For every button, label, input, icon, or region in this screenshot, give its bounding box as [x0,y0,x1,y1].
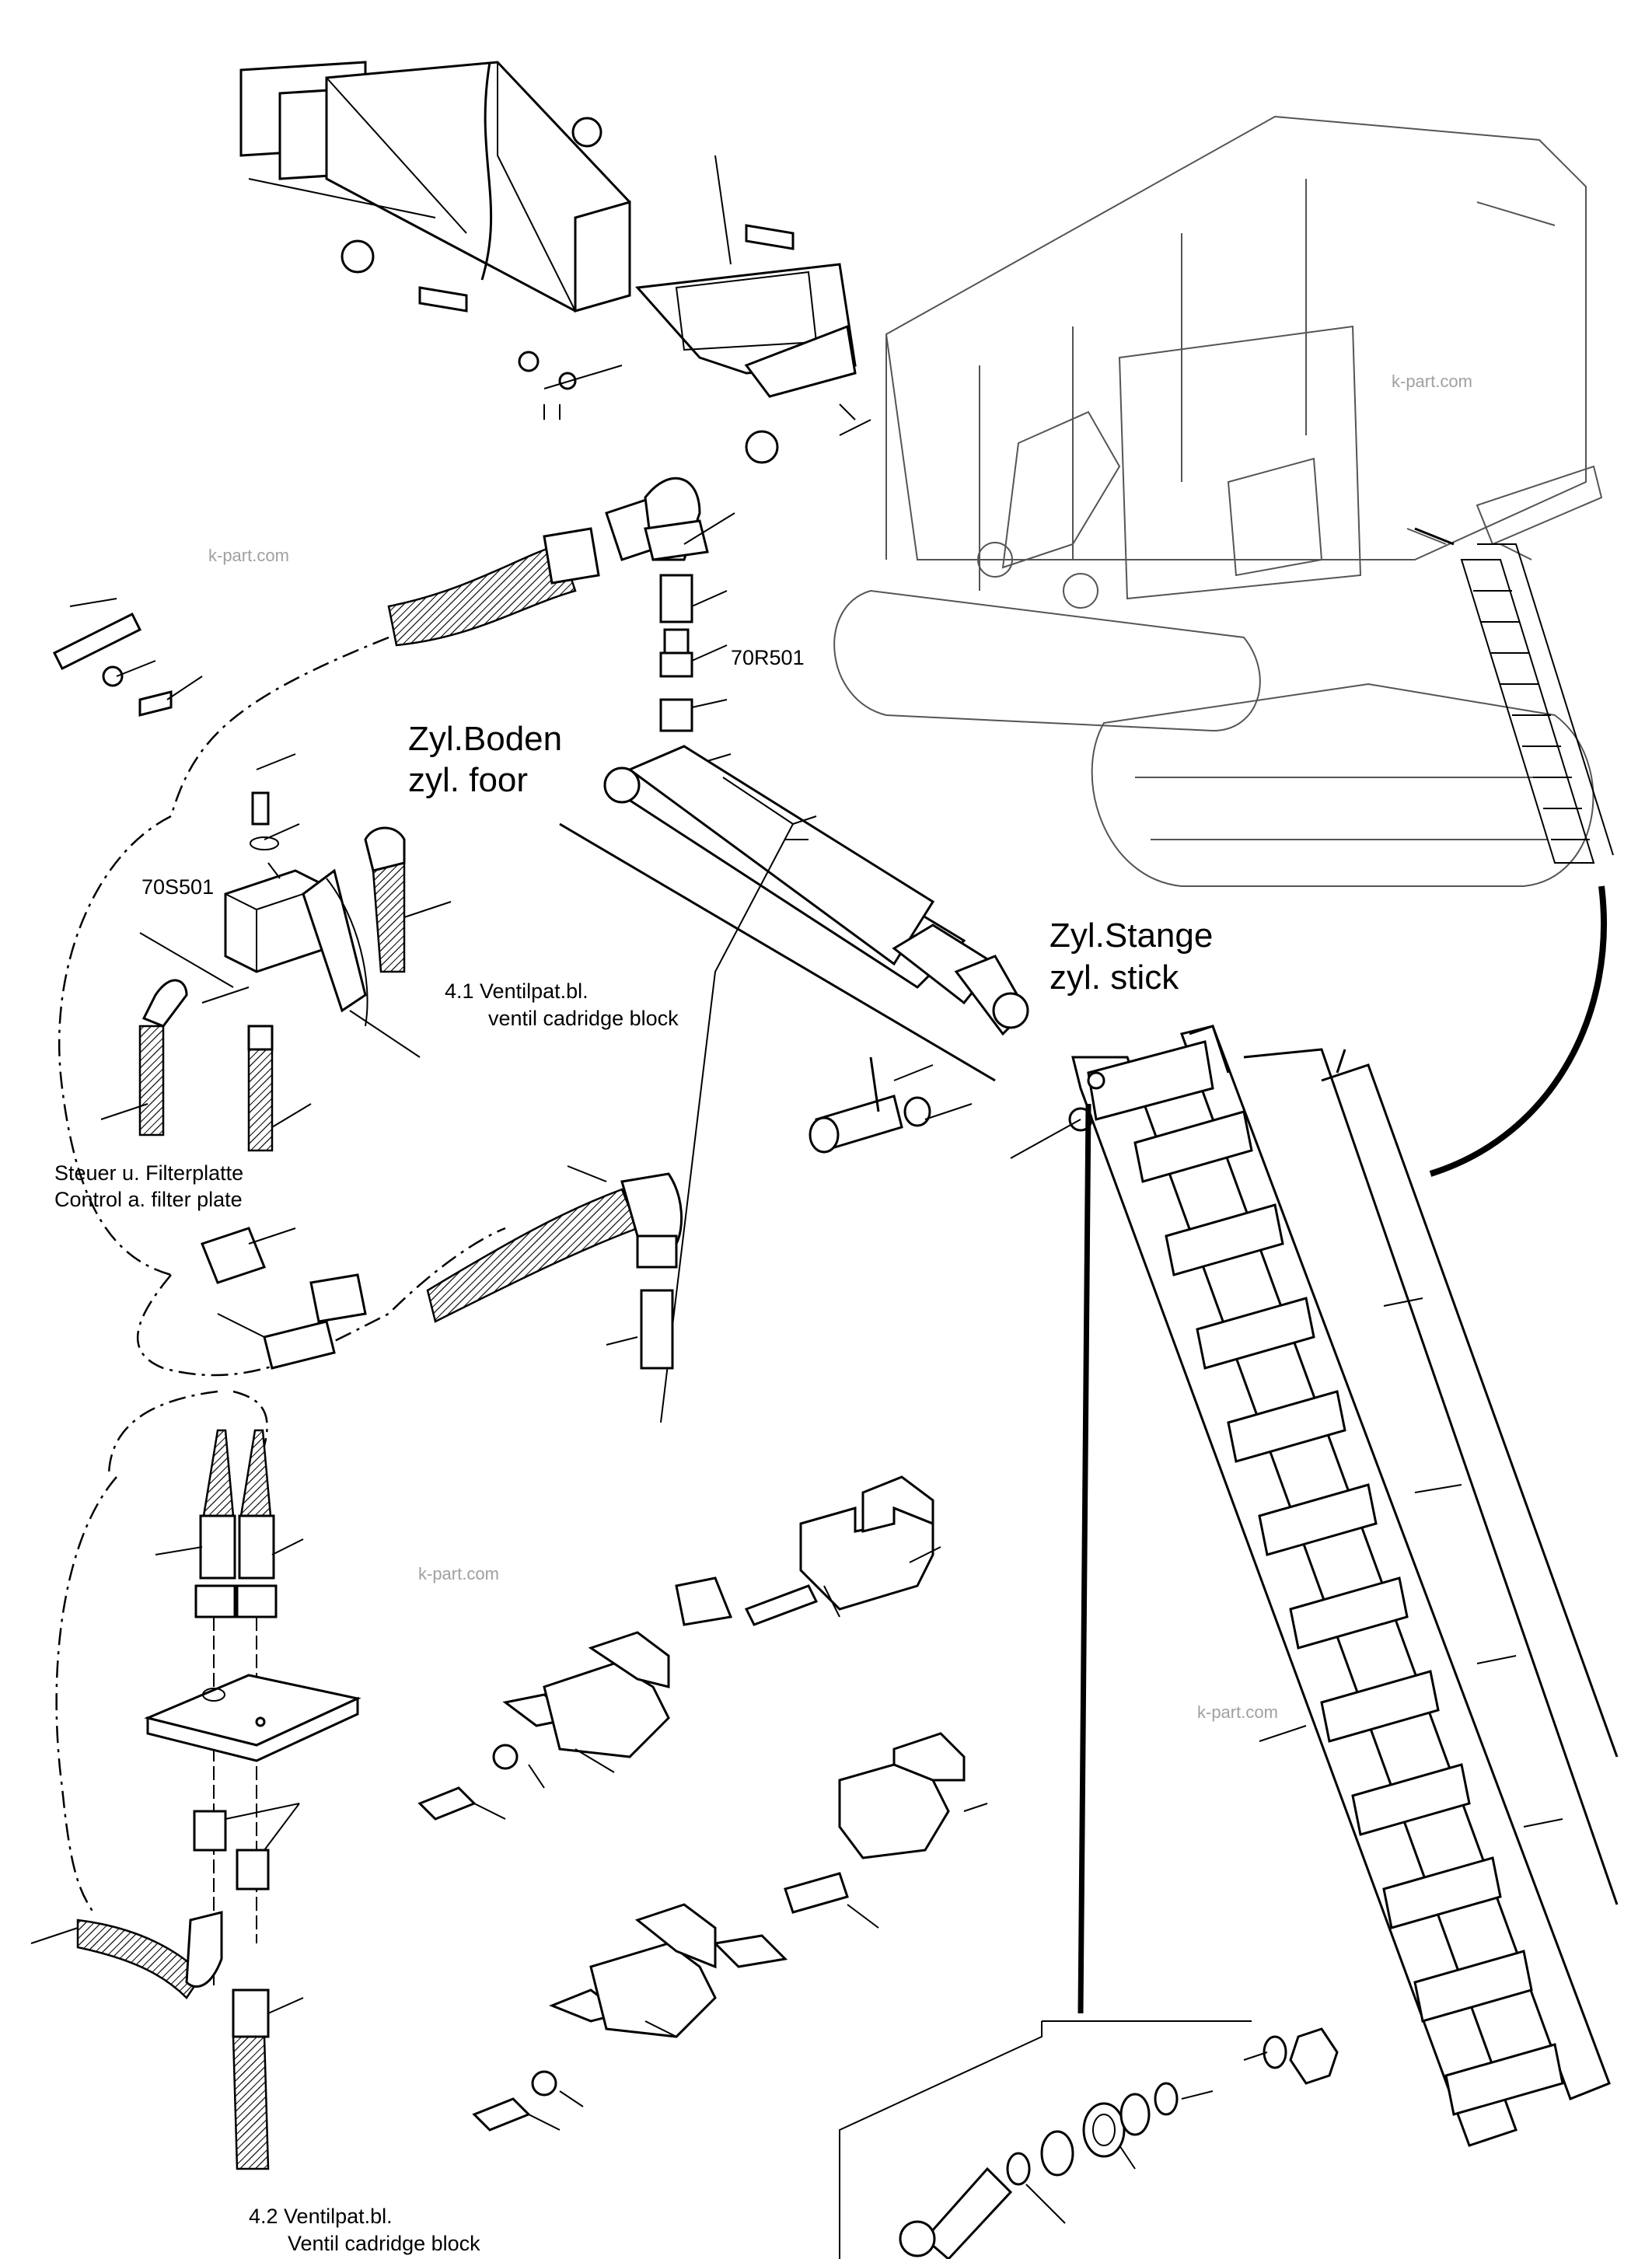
valve-block-1-en: ventil cadridge block [488,1007,679,1030]
valve-block-2-de: 4.2 Ventilpat.bl. [249,2205,393,2228]
filter-plate [144,1674,361,1762]
excavator-overview: k-part.com [833,115,1603,887]
access-ladder [1010,1025,1619,2147]
pin-assembly [809,1056,973,1154]
filter-plate-de: Steuer u. Filterplatte [54,1161,243,1185]
cylinder-base-de: Zyl.Boden [408,720,562,758]
cylinder-rod-nl: zyl. stick [1050,958,1179,997]
cylinder-base-nl: zyl. foor [408,761,528,799]
valve-block-1-de: 4.1 Ventilpat.bl. [445,979,589,1003]
hose-route-down [107,1390,268,1478]
watermark-text: k-part.com [1392,372,1472,391]
watermark-text: k-part.com [418,1564,499,1583]
hose-route-left [58,815,172,1276]
part-70r501-label: 70R501 [731,646,805,669]
hose-route-bottom [55,1476,117,1913]
filter-plate-en: Control a. filter plate [54,1188,243,1211]
upper-hose [169,477,709,817]
mini-ladder [1414,527,1614,864]
left-hoses [100,826,452,1152]
cylinder-rod-de: Zyl.Stange [1050,917,1213,955]
part-70s501-label: 70S501 [141,875,214,899]
valve-block-2-en: Ventil cadridge block [288,2232,480,2255]
detail-callout-arrow [1429,885,1607,1177]
fitting-stack [659,512,735,773]
valve-block-70s501 [139,753,421,1058]
watermark-text: k-part.com [208,546,289,565]
small-bracket [52,598,203,717]
hydraulic-cylinder [559,745,1029,1423]
watermark-text: k-part.com [1197,1702,1278,1722]
lower-fittings [30,1803,304,2170]
box-bracket-assembly [239,61,871,464]
middle-hose [426,1165,683,1370]
clamp-set-lower [472,1732,988,2132]
elbow-fittings [201,1227,367,1370]
clamp-set-upper [417,1475,941,1821]
pin-bearing-detail [839,2020,1339,2259]
lower-left-hoses [155,1429,304,1990]
